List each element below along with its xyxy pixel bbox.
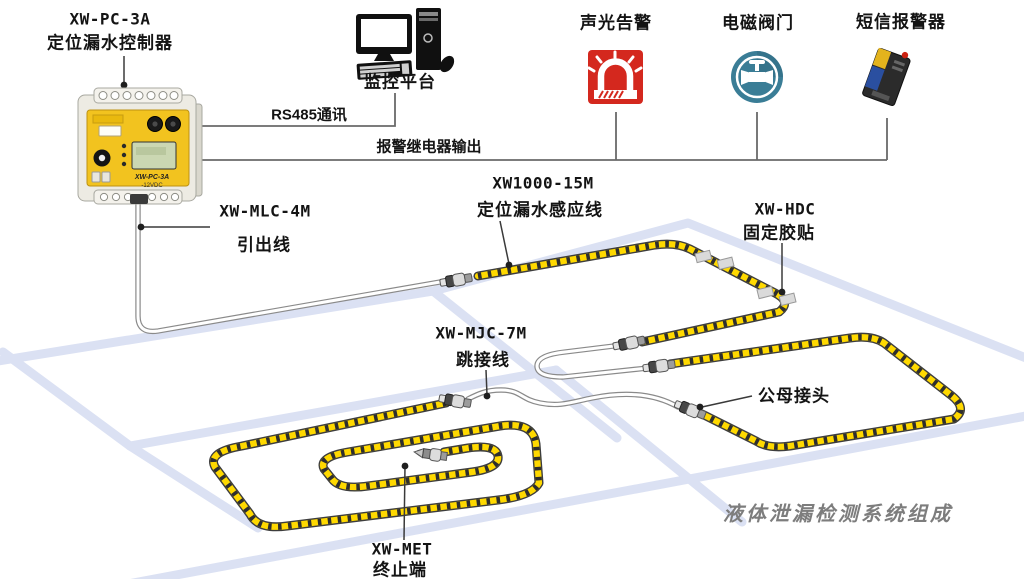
lead-wire-model-label: XW-MLC-4M [219,201,311,221]
sensing-cable-model-label: XW1000-15M [492,173,594,193]
cable-connector [611,333,647,353]
controller-face-model: XW-PC-3A [134,174,169,181]
jumper-name-label: 跳接线 [456,350,510,370]
controller-face-voltage: -12VDC [141,183,163,189]
rs485-label: RS485通讯 [271,106,347,124]
controller-model-label: XW-PC-3A [69,9,151,29]
monitor-platform-label: 监控平台 [364,72,436,92]
connection-lines [196,93,888,161]
adhesive-model-label: XW-HDC [754,199,816,219]
sensing-cable-name-label: 定位漏水感应线 [477,200,603,220]
lead-wire [135,199,443,335]
controller-device: XW-PC-3A -12VDC [77,87,203,205]
relay-output-label: 报警继电器输出 [376,138,482,156]
siren-icon [587,50,643,104]
jumper-model-label: XW-MJC-7M [435,323,527,343]
lead-wire-name-label: 引出线 [237,235,291,255]
monitor-computer-icon [356,8,455,80]
siren-label: 声光告警 [580,13,652,33]
cable-connector [641,357,677,375]
valve-icon [731,51,783,103]
jumper-wires [465,342,681,410]
sensing-cable [209,239,965,532]
terminator-model-label: XW-MET [371,539,433,559]
pointer-lines [120,56,786,541]
terminator-name-label: 终止端 [373,560,427,579]
rs485-line [196,93,396,127]
adhesive-name-label: 固定胶贴 [743,223,815,243]
connector-name-label: 公母接头 [758,386,830,406]
controller-name-label: 定位漏水控制器 [47,33,173,53]
valve-label: 电磁阀门 [722,13,794,33]
sms-alarm-icon [862,47,911,107]
diagram-title: 液体泄漏检测系统组成 [723,501,953,526]
sms-alarm-label: 短信报警器 [856,12,946,32]
